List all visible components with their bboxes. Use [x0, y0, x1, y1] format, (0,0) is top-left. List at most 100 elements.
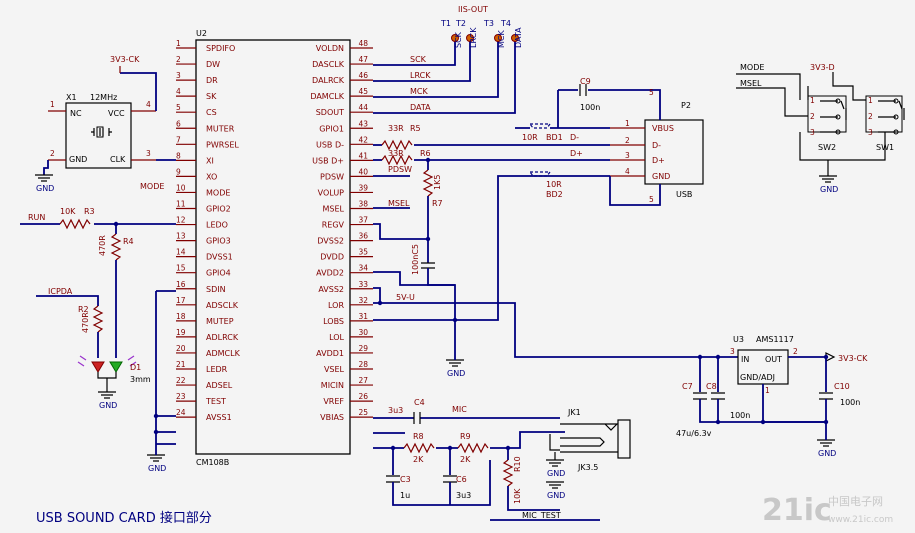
u2-pin-number: 2	[176, 55, 181, 64]
net-msel-sw: MSEL	[740, 79, 762, 88]
u2-pin-number: 24	[176, 408, 186, 417]
ground-label: GND	[820, 185, 838, 194]
x1-nc: NC	[70, 109, 82, 118]
u2-pin-number: 10	[176, 183, 186, 192]
d1-led: D1 3mm	[77, 355, 151, 392]
u2-pin-number: 38	[358, 200, 368, 209]
c3-ref: C3	[400, 475, 411, 484]
net-sck: SCK	[410, 55, 427, 64]
test-point-label: SCK	[454, 31, 463, 48]
u2-pin-name: AVSS2	[318, 285, 344, 294]
u2-pin-name: DW	[206, 60, 220, 69]
watermark-text: 中国电子网	[828, 495, 883, 508]
r2-value: 470R	[81, 312, 90, 333]
u2-pin-name: SDOUT	[316, 108, 344, 117]
r10-value: 10K	[513, 488, 522, 504]
diagram-title: USB SOUND CARD 接口部分	[36, 510, 212, 526]
u2-pin-number: 18	[176, 312, 186, 321]
p2-pin-number: 3	[625, 151, 630, 160]
p2-ref: P2	[681, 101, 691, 110]
u2-pin-number: 40	[358, 167, 368, 176]
u2-pin-name: GPIO4	[206, 269, 231, 278]
x1-pin1: 1	[50, 100, 55, 109]
net-3v3-d: 3V3-D	[810, 63, 835, 72]
u2-chip: U2 CM108B 1SPDIFO2DW3DR4SK5CS6MUTER7PWRS…	[176, 29, 373, 467]
u2-pin-number: 31	[358, 312, 368, 321]
u2-pin-name: VOLUP	[318, 188, 345, 197]
u2-pin-number: 34	[358, 264, 368, 273]
r4-value: 470R	[98, 235, 107, 256]
u2-pin-number: 35	[358, 248, 368, 257]
u2-pin-number: 6	[176, 119, 181, 128]
ground-icon	[546, 481, 564, 489]
net-mode-left: MODE	[140, 182, 164, 191]
ground-label: GND	[36, 184, 54, 193]
test-point-pad	[466, 34, 474, 42]
u2-pin-number: 44	[358, 103, 368, 112]
p2-pin-number: 1	[625, 119, 630, 128]
u2-pin-number: 28	[358, 360, 368, 369]
ground-label: GND	[447, 369, 465, 378]
r7-value: 1K5	[433, 175, 442, 190]
u3-ref: U3	[733, 335, 744, 344]
c8-value: 100n	[730, 411, 750, 420]
bd1-ref: BD1	[546, 133, 563, 142]
u2-pin-number: 5	[176, 103, 181, 112]
c7-value: 47u/6.3v	[676, 429, 712, 438]
c7-ref: C7	[682, 382, 693, 391]
p2-shield-bot: 5	[649, 195, 654, 204]
u2-pin-name: MUTER	[206, 124, 235, 133]
ground-icon	[98, 391, 116, 399]
switches: MODE MSEL 3V3-D 1 2 3 1 2 3 SW2 SW1	[736, 63, 905, 176]
u2-pin-number: 14	[176, 248, 186, 257]
net-msel-u2: MSEL	[388, 199, 410, 208]
u2-pin-number: 36	[358, 232, 368, 241]
jk1-value: JK3.5	[577, 463, 598, 472]
r5-ref: R5	[410, 124, 421, 133]
u2-pin-name: GPIO2	[206, 205, 231, 214]
test-point-pad	[451, 34, 459, 42]
watermark-brand: 21ic	[762, 493, 832, 528]
x1-gnd: GND	[69, 155, 87, 164]
u2-pin-name: DALRCK	[312, 76, 345, 85]
u2-pin-name: DAMCLK	[310, 92, 344, 101]
r3-ref: R3	[84, 207, 95, 216]
net-3v3-ck-u3: 3V3-CK	[838, 354, 868, 363]
u2-pin-name: LEDR	[206, 365, 228, 374]
u2-pin-name: ADMCLK	[206, 349, 241, 358]
x1-crystal: X1 12MHz NC VCC GND CLK 1 4 2 3 3V3-CK	[43, 55, 176, 175]
net-icpda: ICPDA	[48, 287, 73, 296]
u2-pin-number: 37	[358, 216, 368, 225]
x1-clk: CLK	[110, 155, 126, 164]
u2-pin-name: USB D-	[316, 140, 344, 149]
u2-pin-number: 46	[358, 71, 368, 80]
u2-pin-number: 42	[358, 135, 368, 144]
usb-dplus-net: D+	[570, 149, 583, 158]
u2-pin-number: 30	[358, 328, 368, 337]
x1-freq: 12MHz	[90, 93, 117, 102]
u2-pin-name: DVSS1	[206, 253, 233, 262]
u2-pin-number: 20	[176, 344, 186, 353]
test-point-pad	[494, 34, 502, 42]
test-point-ref: T1	[440, 19, 451, 28]
left-led-section: RUN 10K R3 470R R4 ICPDA 470R R2 D1 3mm …	[20, 182, 176, 455]
sw1-p3: 3	[868, 128, 873, 137]
p2-pin-name: D+	[652, 156, 665, 165]
u2-pin-name: XI	[206, 156, 214, 165]
u2-pin-number: 7	[176, 135, 181, 144]
watermark-logo: 21ic 中国电子网 www.21ic.com	[762, 493, 893, 528]
p2-pin-name: D-	[652, 141, 661, 150]
net-mic: MIC	[452, 405, 467, 414]
u2-pin-name: USB D+	[312, 156, 344, 165]
sw2-ref: SW2	[818, 143, 836, 152]
c4-ref: C4	[414, 398, 425, 407]
r10-ref: R10	[513, 456, 522, 472]
x1-pin4: 4	[146, 100, 151, 109]
c3-value: 1u	[400, 491, 410, 500]
u2-right-pins: 48VOLDN47DASCLK46DALRCK45DAMCLK44SDOUT43…	[310, 39, 373, 422]
u2-pin-number: 13	[176, 232, 186, 241]
